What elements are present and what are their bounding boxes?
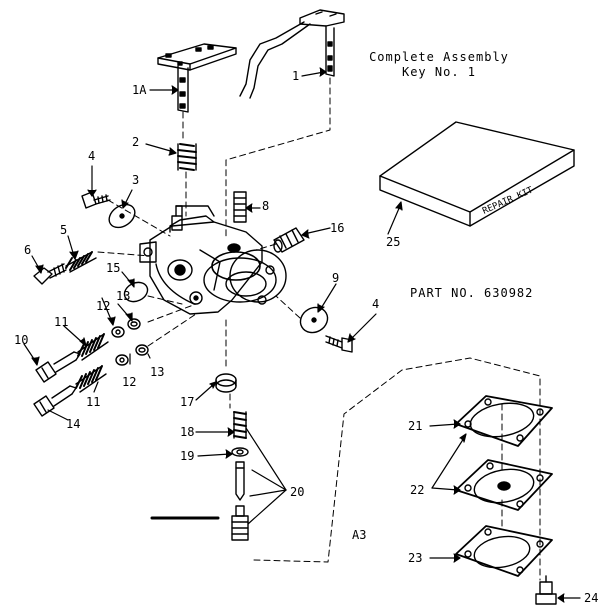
choke-lever-1	[239, 9, 345, 99]
callout-17: 17	[180, 395, 195, 409]
plug-17	[215, 373, 237, 393]
spring-11-upper	[77, 333, 109, 361]
oring-13-lower	[135, 344, 149, 356]
callout-10: 10	[14, 333, 29, 347]
needle-seat-20	[231, 505, 249, 541]
washer-12-lower	[115, 354, 129, 366]
spring-5	[65, 251, 97, 273]
callout-12-upper: 12	[96, 299, 111, 313]
callout-21: 21	[408, 419, 423, 433]
repair-kit-box-25: REPAIR KIT	[379, 121, 575, 227]
fitting-8	[233, 191, 247, 223]
part-number: PART NO. 630982	[410, 286, 534, 300]
screw-4-upper	[81, 191, 111, 209]
gasket-21	[455, 395, 553, 447]
spring-18	[233, 411, 247, 439]
dashed-guide-lines	[97, 77, 541, 581]
assembly-title: Complete Assembly Key No. 1	[350, 50, 528, 80]
callout-4-upper: 4	[88, 149, 96, 163]
callout-5: 5	[60, 223, 68, 237]
callout-6: 6	[24, 243, 32, 257]
screw-24	[535, 575, 557, 605]
throttle-bracket-1a	[157, 43, 237, 113]
callout-3: 3	[132, 173, 140, 187]
needle-10	[35, 351, 81, 383]
callout-20: 20	[290, 485, 305, 499]
callout-8: 8	[262, 199, 270, 213]
screw-4-right	[325, 335, 353, 353]
washer-19	[231, 447, 249, 457]
gasket-23	[455, 525, 553, 577]
callout-4-right: 4	[372, 297, 380, 311]
callout-1a: 1A	[132, 83, 147, 97]
callout-13-upper: 13	[116, 289, 131, 303]
callout-2: 2	[132, 135, 140, 149]
callout-24: 24	[584, 591, 599, 605]
callout-25: 25	[386, 235, 401, 249]
carburetor-body	[139, 205, 287, 315]
callout-1: 1	[292, 69, 300, 83]
washer-12-upper	[111, 326, 125, 338]
needle-14	[33, 385, 77, 417]
callout-11-lower: 11	[86, 395, 101, 409]
callout-18: 18	[180, 425, 195, 439]
callout-13-lower: 13	[150, 365, 165, 379]
choke-disc-9	[299, 306, 329, 334]
leader-arrows	[23, 67, 581, 603]
callout-9: 9	[332, 271, 340, 285]
callout-23: 23	[408, 551, 423, 565]
diaphragm-22	[455, 459, 553, 511]
throttle-disc-3	[108, 203, 136, 229]
callout-12-lower: 12	[122, 375, 137, 389]
fitting-16	[273, 227, 305, 253]
callout-19: 19	[180, 449, 195, 463]
callout-14: 14	[66, 417, 81, 431]
callout-15: 15	[106, 261, 121, 275]
callout-11-upper: 11	[54, 315, 69, 329]
assembly-title-line2: Key No. 1	[401, 65, 477, 79]
callout-22: 22	[410, 483, 425, 497]
section-label-a3: A3	[352, 528, 367, 542]
spring-2	[177, 143, 197, 171]
assembly-title-line1: Complete Assembly	[369, 50, 509, 64]
oring-13-upper	[127, 318, 141, 330]
inlet-needle-20	[235, 461, 245, 501]
callout-16: 16	[330, 221, 345, 235]
spring-11-lower	[75, 365, 107, 393]
